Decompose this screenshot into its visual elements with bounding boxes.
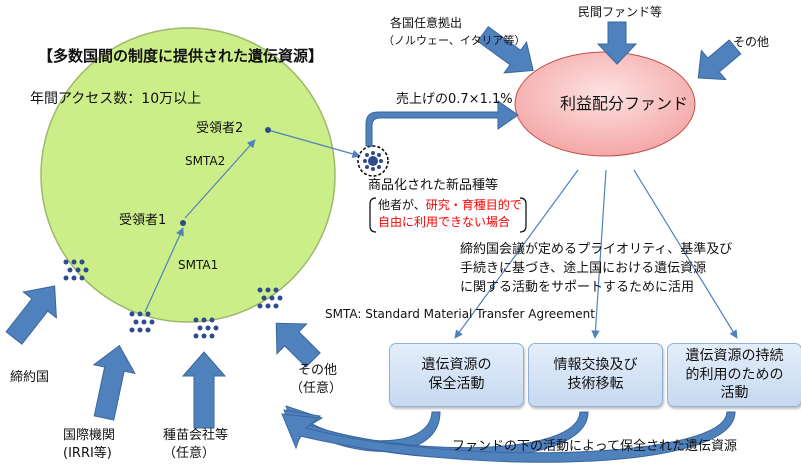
fund-to-activity1-arrow xyxy=(454,169,579,339)
commercialized-product-icon xyxy=(363,151,383,171)
fund-label: 利益配分ファンド xyxy=(560,94,689,113)
restriction-bracket-right xyxy=(519,197,527,233)
conserved-resource-return-arrows xyxy=(281,405,736,463)
activity-sustainable-use-box: 遺伝資源の持続 的利用のための 活動 xyxy=(667,343,801,407)
seed-company-label: 種苗会社等 xyxy=(163,428,229,443)
restriction-highlight: 研究・育種目的で xyxy=(425,198,522,212)
country-contribution-label: 各国任意拠出 xyxy=(390,16,463,30)
recipient1-label: 受領者1 xyxy=(119,213,167,228)
resource-dot-clusters xyxy=(63,259,283,339)
restriction-prefix: 他者が、 xyxy=(378,198,426,212)
restriction-bracket-left xyxy=(369,197,377,233)
smta1-transfer-arrow xyxy=(144,227,184,313)
other-contributor-arrow xyxy=(275,322,321,368)
to-product-arrow xyxy=(267,129,361,158)
intl-contribution-arrow xyxy=(92,344,136,421)
other-contributor-detail: （任意） xyxy=(290,381,343,396)
annual-access-label: 年間アクセス数：10万以上 xyxy=(30,91,202,107)
country-contribution-arrow xyxy=(477,26,534,74)
commercialized-product-ring xyxy=(357,145,389,177)
restriction-line1: 他者が、研究・育種目的で xyxy=(378,198,522,212)
smta-definition: SMTA: Standard Material Transfer Agreeme… xyxy=(325,307,595,321)
country-contribution-detail: （ノルウェー、イタリア等） xyxy=(383,34,526,47)
intl-org-detail: (IRRI等) xyxy=(63,446,112,461)
commercialized-product-label: 商品化された新品種等 xyxy=(368,178,499,193)
activity-conservation-box: 遺伝資源の 保全活動 xyxy=(389,343,524,407)
diagram-title: 【多数国間の制度に提供された遺伝資源】 xyxy=(38,47,324,65)
support-text-line2: 手続きに基づき、途上国における遺伝資源 xyxy=(460,261,707,276)
recipient-markers xyxy=(180,127,271,226)
smta2-label: SMTA2 xyxy=(185,154,226,168)
support-text-line3: に関する活動をサポートするために活用 xyxy=(460,280,695,295)
smta1-label: SMTA1 xyxy=(178,258,219,272)
fund-to-activity2-arrow xyxy=(591,169,607,339)
intl-org-label: 国際機関 xyxy=(63,428,116,443)
fund-to-activity3-arrow xyxy=(633,169,738,339)
smta2-transfer-arrow xyxy=(184,139,256,219)
other-source-label: その他 xyxy=(733,35,770,49)
other-contributor-label: その他 xyxy=(298,363,338,378)
other-contribution-arrow xyxy=(697,39,742,81)
sales-share-arrow xyxy=(365,100,519,147)
private-contribution-arrow xyxy=(596,21,638,65)
restriction-line2: 自由に利用できない場合 xyxy=(378,215,511,229)
recipient2-label: 受領者2 xyxy=(196,121,244,136)
private-fund-label: 民間ファンド等 xyxy=(578,5,663,19)
genetic-resource-pool-circle xyxy=(40,27,336,323)
parties-label: 締約国 xyxy=(10,370,50,385)
seed-company-detail: （任意） xyxy=(163,446,216,461)
conserved-resources-label: ファンドの下の活動によって保全された遺伝資源 xyxy=(452,439,737,454)
sales-share-label: 売上げの0.7×1.1% xyxy=(396,92,513,107)
seed-company-contribution-arrow xyxy=(181,351,227,429)
parties-contribution-arrow xyxy=(5,285,57,345)
activity-info-exchange-box: 情報交換及び 技術移転 xyxy=(528,343,663,407)
support-text-line1: 締約国会議が定めるプライオリティ、基準及び xyxy=(460,242,733,257)
